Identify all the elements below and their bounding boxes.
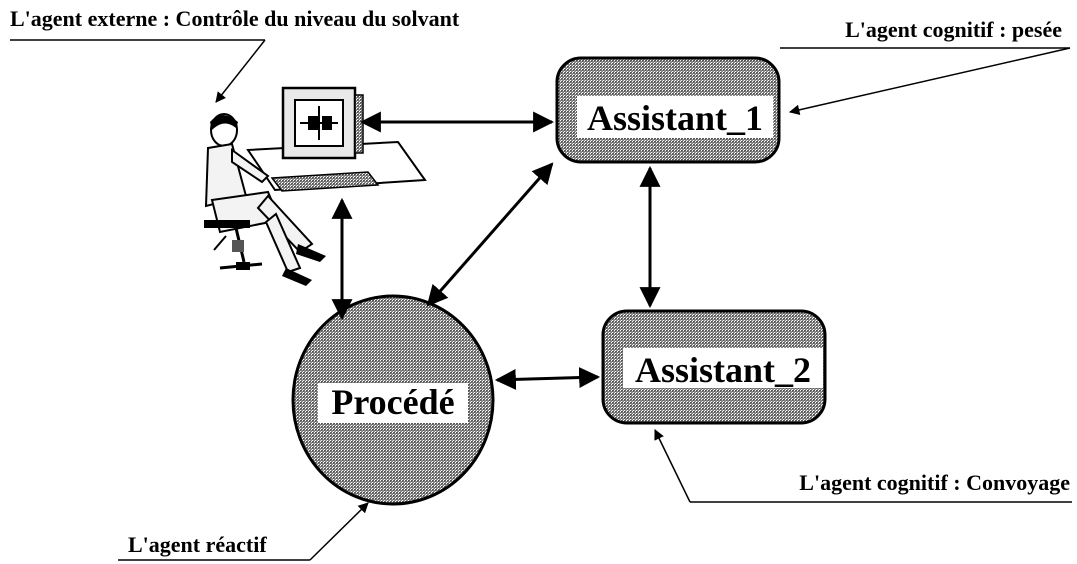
- operator-workstation-illustration: [204, 86, 427, 286]
- external-agent-annotation: L'agent externe : Contrôle du niveau du …: [10, 6, 460, 31]
- arrow-process-assistant2: [494, 367, 601, 390]
- operator-person: [204, 113, 326, 286]
- arrow-process-assistant1: [426, 162, 554, 307]
- annotation-leaders: [10, 39, 1072, 561]
- node-assistant-1: Assistant_1: [555, 56, 781, 164]
- assistant-2-label: Assistant_2: [635, 350, 811, 390]
- cognitive-agent-conveying-annotation: L'agent cognitif : Convoyage: [799, 470, 1070, 495]
- process-label: Procédé: [331, 382, 454, 422]
- cognitive-agent-weighing-annotation: L'agent cognitif : pesée: [845, 17, 1062, 42]
- keyboard: [270, 171, 380, 192]
- node-process: Procédé: [291, 294, 495, 506]
- interaction-arrows: [331, 111, 661, 390]
- reactive-agent-annotation: L'agent réactif: [128, 532, 267, 557]
- assistant-1-label: Assistant_1: [587, 98, 763, 138]
- node-assistant-2: Assistant_2: [601, 309, 827, 425]
